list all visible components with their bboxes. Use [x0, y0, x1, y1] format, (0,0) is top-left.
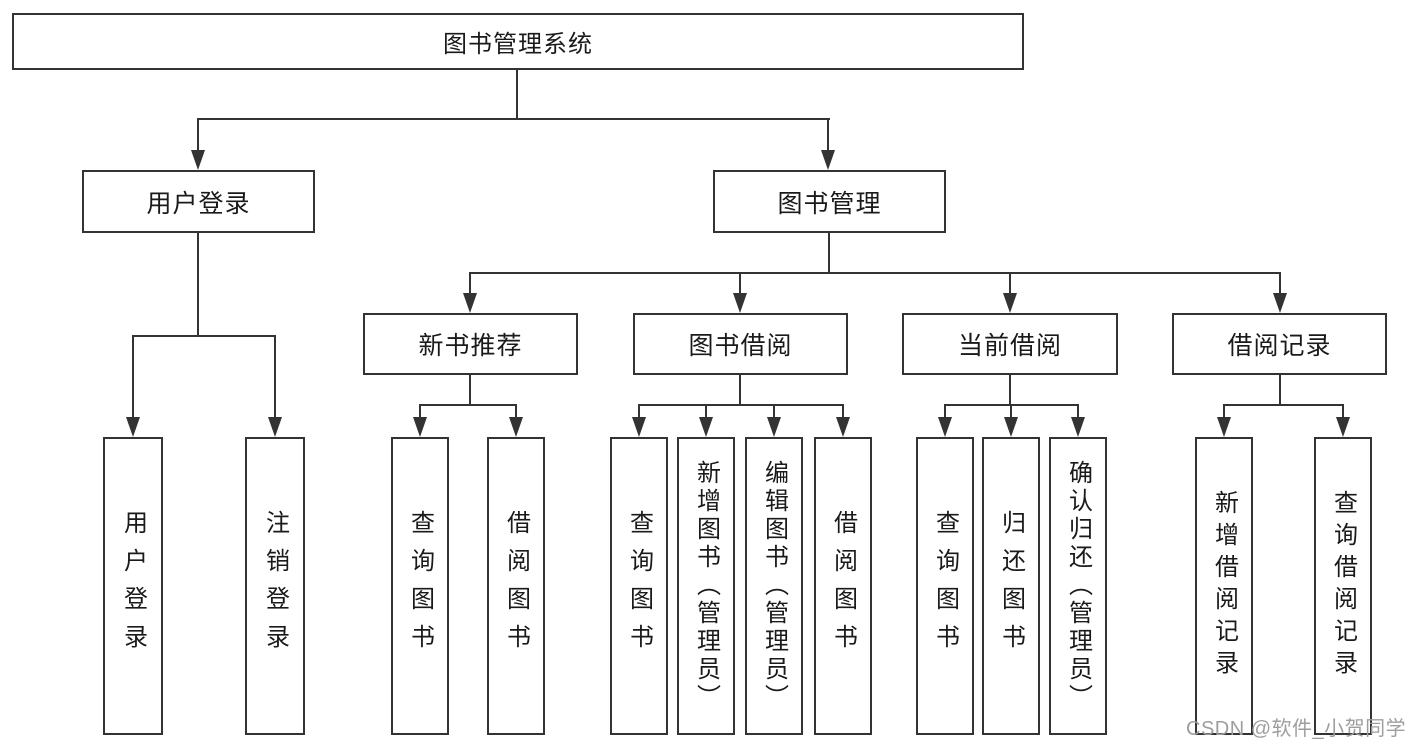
stem-line [828, 233, 830, 274]
leaf-add-books-admin: 新增图书（管理员） [677, 437, 735, 735]
arrowhead-icon [699, 417, 713, 437]
node-user-login: 用户登录 [82, 170, 315, 233]
node-borrow-records: 借阅记录 [1172, 313, 1387, 375]
node-label: 用户登录 [119, 510, 147, 662]
node-current-borrow: 当前借阅 [902, 313, 1118, 375]
leaf-borrow-books: 借阅图书 [814, 437, 872, 735]
stem-line [1009, 375, 1011, 406]
leaf-borrow-query-books: 查询图书 [610, 437, 668, 735]
node-label: 查询图书 [931, 510, 959, 662]
arrowhead-icon [938, 417, 952, 437]
arrowhead-icon [268, 417, 282, 437]
drop-line [1077, 404, 1079, 420]
drop-line [827, 118, 829, 152]
arrowhead-icon [1004, 417, 1018, 437]
leaf-edit-books-admin: 编辑图书（管理员） [745, 437, 803, 735]
drop-line [944, 404, 946, 420]
leaf-recommend-borrow-books: 借阅图书 [487, 437, 545, 735]
stem-line [516, 68, 518, 120]
node-label: 借阅记录 [1227, 332, 1332, 360]
leaf-current-query-books: 查询图书 [916, 437, 974, 735]
node-label: 图书借阅 [688, 332, 793, 360]
branch-line [638, 404, 844, 406]
node-book-borrow: 图书借阅 [633, 313, 848, 375]
node-label: 图书管理系统 [443, 31, 593, 58]
drop-line [1223, 404, 1225, 420]
drop-line [274, 335, 276, 420]
arrowhead-icon [632, 417, 646, 437]
drop-line [197, 118, 199, 152]
node-label: 新书推荐 [418, 332, 523, 360]
leaf-return-books: 归还图书 [982, 437, 1040, 735]
arrowhead-icon [836, 417, 850, 437]
csdn-watermark: CSDN @软件_小贺同学 [1186, 718, 1405, 740]
drop-line [1279, 272, 1281, 295]
node-label: 确认归还（管理员） [1064, 460, 1092, 712]
stem-line [469, 375, 471, 406]
node-label: 当前借阅 [957, 332, 1062, 360]
drop-line [705, 404, 707, 420]
drop-line [419, 404, 421, 420]
leaf-recommend-query-books: 查询图书 [391, 437, 449, 735]
drop-line [132, 335, 134, 420]
drop-line [638, 404, 640, 420]
drop-line [1010, 404, 1012, 420]
drop-line [1342, 404, 1344, 420]
branch-line [1223, 404, 1344, 406]
branch-line [469, 272, 1281, 274]
stem-line [1279, 375, 1281, 406]
node-label: 借阅图书 [502, 510, 530, 662]
drop-line [739, 272, 741, 295]
drop-line [1009, 272, 1011, 295]
arrowhead-icon [1217, 417, 1231, 437]
arrowhead-icon [126, 417, 140, 437]
branch-line [132, 335, 276, 337]
node-label: 新增图书（管理员） [692, 460, 720, 712]
arrowhead-icon [463, 293, 477, 313]
drop-line [773, 404, 775, 420]
branch-line [197, 118, 830, 120]
node-library-management-system: 图书管理系统 [12, 13, 1024, 70]
arrowhead-icon [821, 150, 835, 170]
arrowhead-icon [733, 293, 747, 313]
drop-line [515, 404, 517, 420]
node-label: 查询图书 [406, 510, 434, 662]
leaf-confirm-return-admin: 确认归还（管理员） [1049, 437, 1107, 735]
node-label: 注销登录 [261, 510, 289, 662]
node-label: 查询借阅记录 [1329, 490, 1357, 682]
node-new-book-recommend: 新书推荐 [363, 313, 578, 375]
drop-line [469, 272, 471, 295]
leaf-logout: 注销登录 [245, 437, 305, 735]
arrowhead-icon [1003, 293, 1017, 313]
node-label: 编辑图书（管理员） [760, 460, 788, 712]
node-book-management: 图书管理 [713, 170, 946, 233]
arrowhead-icon [413, 417, 427, 437]
node-label: 借阅图书 [829, 510, 857, 662]
arrowhead-icon [767, 417, 781, 437]
node-label: 图书管理 [777, 189, 882, 218]
arrowhead-icon [509, 417, 523, 437]
arrowhead-icon [1071, 417, 1085, 437]
arrowhead-icon [1273, 293, 1287, 313]
drop-line [842, 404, 844, 420]
leaf-user-login: 用户登录 [103, 437, 163, 735]
node-label: 查询图书 [625, 510, 653, 662]
node-label: 用户登录 [146, 189, 251, 218]
stem-line [197, 233, 199, 337]
leaf-query-borrow-record: 查询借阅记录 [1314, 437, 1372, 735]
node-label: 新增借阅记录 [1210, 490, 1238, 682]
leaf-add-borrow-record: 新增借阅记录 [1195, 437, 1253, 735]
arrowhead-icon [191, 150, 205, 170]
node-label: 归还图书 [997, 510, 1025, 662]
branch-line [419, 404, 517, 406]
stem-line [739, 375, 741, 406]
arrowhead-icon [1336, 417, 1350, 437]
